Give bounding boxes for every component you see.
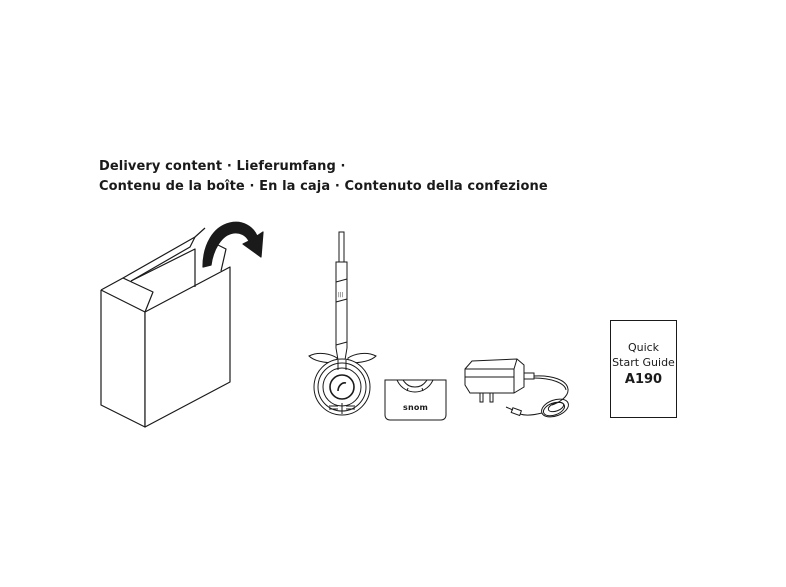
open-box-with-arrow-icon: [95, 205, 270, 430]
charging-base-icon: snom: [383, 375, 448, 422]
guide-model: A190: [624, 372, 663, 387]
guide-title-line-1: Quick: [627, 341, 660, 354]
heading-line-1: Delivery content · Lieferumfang ·: [99, 159, 346, 174]
delivery-content-heading: Delivery content · Lieferumfang · Conten…: [99, 157, 548, 197]
snom-logo: snom: [403, 403, 429, 412]
heading-line-2: Contenu de la boîte · En la caja · Conte…: [99, 179, 548, 194]
svg-text:|||: |||: [338, 292, 343, 298]
quick-start-guide-booklet: Quick Start Guide A190: [610, 320, 677, 418]
headset-icon: |||: [305, 230, 380, 420]
power-adapter-icon: [462, 355, 577, 430]
guide-title-line-2: Start Guide: [612, 356, 675, 369]
